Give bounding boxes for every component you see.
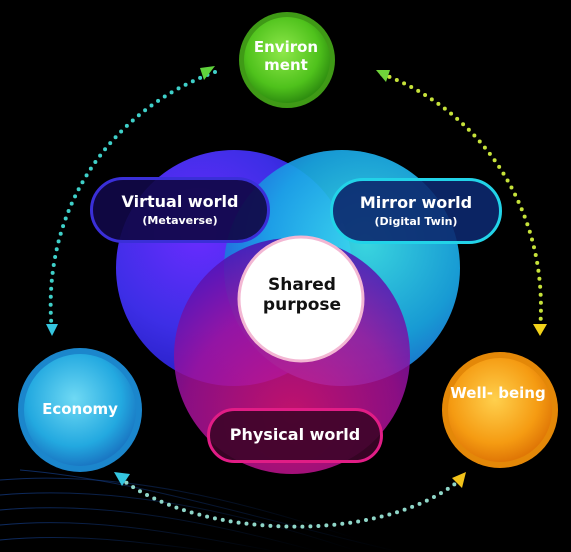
shared-purpose-label: Shared purpose — [262, 275, 342, 316]
connector-environment-wellbeing — [376, 70, 547, 336]
arrowhead-to-economy — [46, 324, 58, 336]
arrowhead-to-economy-bottom — [114, 472, 130, 486]
wellbeing-node — [448, 358, 552, 462]
mirror-world-subtitle: (Digital Twin) — [374, 214, 458, 228]
physical-world-label: Physical world — [207, 408, 383, 463]
arrowhead-to-wellbeing — [533, 324, 547, 336]
physical-world-title: Physical world — [229, 425, 361, 445]
arrowhead-to-environment-right — [376, 70, 390, 82]
virtual-world-subtitle: (Metaverse) — [142, 213, 218, 227]
mirror-world-title: Mirror world — [359, 193, 473, 213]
connector-environment-economy — [46, 66, 217, 336]
virtual-world-title: Virtual world — [121, 192, 239, 212]
wellbeing-label: Well- being — [450, 384, 546, 402]
mirror-world-label: Mirror world (Digital Twin) — [330, 178, 502, 244]
shared-purpose-circle — [237, 235, 365, 363]
economy-label: Economy — [42, 400, 118, 418]
economy-node — [24, 354, 136, 466]
virtual-world-label: Virtual world (Metaverse) — [90, 177, 270, 243]
background-grid-lines — [0, 469, 401, 552]
environment-label: Environ ment — [253, 38, 319, 74]
connector-economy-wellbeing — [114, 472, 466, 529]
environment-node — [244, 17, 330, 103]
arrowhead-to-wellbeing-bottom — [452, 472, 466, 488]
arrowhead-to-environment — [200, 66, 215, 80]
